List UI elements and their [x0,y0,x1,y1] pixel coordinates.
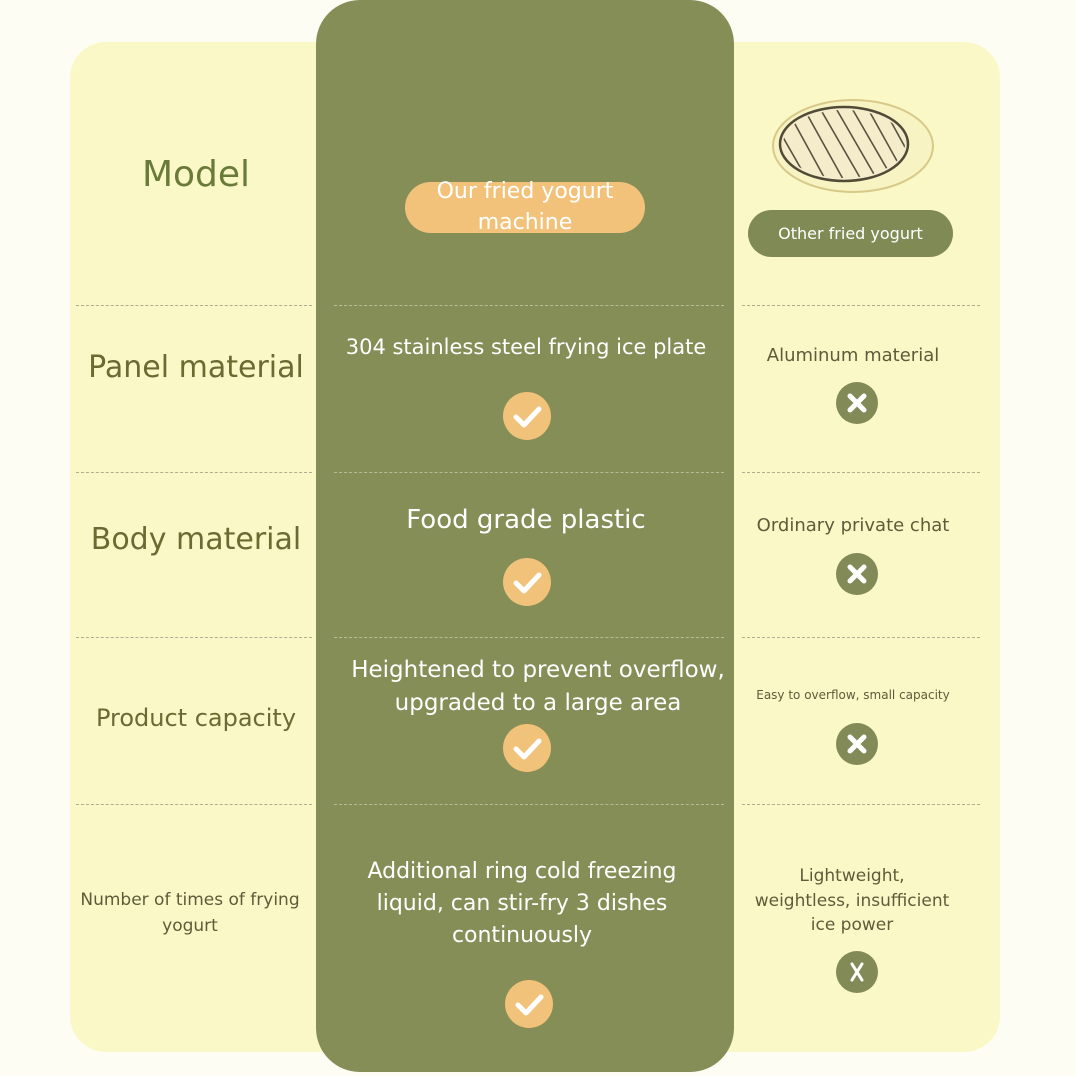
our-product-name: Our fried yogurt machine [436,179,614,235]
ice-plate-icon [772,99,934,193]
row-divider [76,472,312,473]
our-product-badge: Our fried yogurt machine [405,179,645,235]
row-divider [334,472,724,473]
check-icon [505,980,553,1028]
row-label-panel-material: Panel material [88,350,304,385]
row-divider [742,637,980,638]
row-divider [76,637,312,638]
cross-icon [836,723,878,765]
check-icon [503,724,551,772]
other-product-capacity: Easy to overflow, small capacity [756,688,950,702]
our-product-capacity: Heightened to prevent overflow, upgraded… [351,657,725,717]
row-divider [76,305,312,306]
other-panel-material: Aluminum material [766,345,940,366]
other-product-badge: Other fried yogurt [748,210,953,257]
our-body-material: Food grade plastic [406,505,646,535]
other-product-name: Other fried yogurt [778,224,923,243]
row-divider [742,305,980,306]
row-divider [334,804,724,805]
other-frying-times: Lightweight, weightless, insufficient ic… [754,866,950,936]
row-label-frying-times: Number of times of frying yogurt [80,890,300,936]
row-label-product-capacity: Product capacity [95,704,297,732]
cross-icon [836,553,878,595]
row-divider [334,637,724,638]
row-divider [742,472,980,473]
our-frying-times: Additional ring cold freezing liquid, ca… [367,859,677,948]
cross-icon [836,382,878,424]
other-body-material: Ordinary private chat [756,515,950,536]
row-label-model: Model [141,154,251,195]
row-label-body-material: Body material [90,522,302,557]
row-divider [334,305,724,306]
cross-icon [836,951,878,993]
check-icon [503,392,551,440]
check-icon [503,558,551,606]
our-panel-material: 304 stainless steel frying ice plate [345,335,707,359]
row-divider [76,804,312,805]
our-product-column [316,0,734,1072]
row-divider [742,804,980,805]
